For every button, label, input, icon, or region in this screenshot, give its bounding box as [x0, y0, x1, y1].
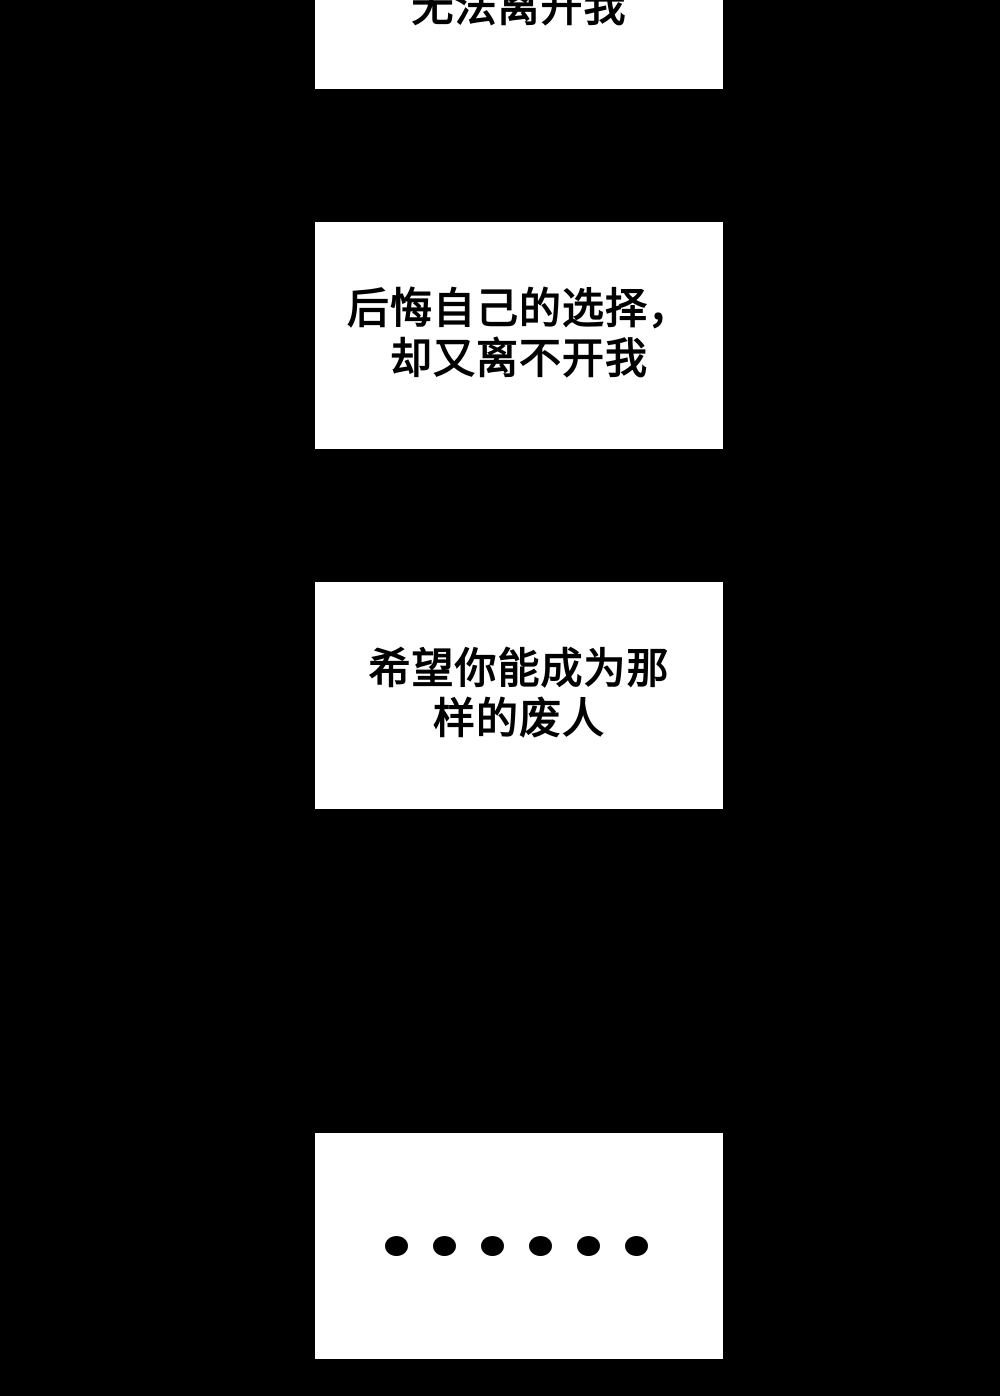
caption-line: 却又离不开我 — [389, 334, 648, 383]
speech-panel-3: 希望你能成为那 样的废人 — [315, 582, 723, 809]
speech-panel-2: 后悔自己的选择， 却又离不开我 — [315, 222, 723, 449]
caption-line: 后悔自己的选择， — [346, 284, 691, 333]
ellipsis-dot — [481, 1236, 504, 1256]
ellipsis-dot — [577, 1236, 600, 1256]
caption-line: 希望你能成为那 — [368, 644, 670, 693]
speech-panel-1: 无法离开我 — [315, 0, 723, 89]
panel-caption: 无法离开我 — [315, 0, 723, 32]
speech-panel-4 — [315, 1133, 723, 1359]
caption-line: 样的废人 — [432, 694, 605, 743]
ellipsis-dots — [385, 1236, 648, 1256]
ellipsis-dot — [529, 1236, 552, 1256]
ellipsis-dot — [625, 1236, 648, 1256]
caption-line: 无法离开我 — [411, 0, 627, 31]
panel-caption: 后悔自己的选择， 却又离不开我 — [315, 284, 723, 384]
ellipsis-dot — [433, 1236, 456, 1256]
panel-caption: 希望你能成为那 样的废人 — [315, 644, 723, 744]
ellipsis-dot — [385, 1236, 408, 1256]
